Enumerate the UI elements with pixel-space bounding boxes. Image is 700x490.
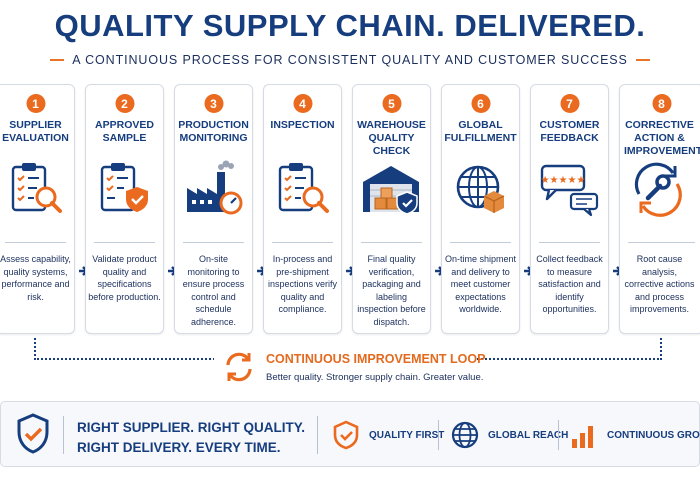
process-steps: 1 SUPPLIER EVALUATION Assess capability,… — [0, 84, 700, 334]
step-title: APPROVED SAMPLE — [95, 119, 154, 144]
bar-growth-icon — [572, 426, 593, 448]
step-card-6: 6 GLOBAL FULFILLMENT On-time shipment an… — [441, 84, 520, 334]
loop-title: CONTINUOUS IMPROVEMENT LOOP — [266, 352, 486, 366]
step-title: CUSTOMER FEEDBACK — [539, 119, 600, 144]
feature-label: QUALITY FIRST — [369, 429, 445, 441]
step-card-1: 1 SUPPLIER EVALUATION Assess capability,… — [0, 84, 75, 334]
step-divider — [450, 242, 511, 243]
step-number: 5 — [382, 94, 401, 113]
step-number: 1 — [26, 94, 45, 113]
footer-slogan-line2: RIGHT DELIVERY. EVERY TIME. — [77, 440, 281, 455]
step-description: On-site monitoring to ensure process con… — [182, 254, 245, 327]
loop-subtitle: Better quality. Stronger supply chain. G… — [266, 372, 484, 383]
svg-text:★★★★★: ★★★★★ — [540, 175, 585, 186]
step-title: CORRECTIVE ACTION & IMPROVEMENT — [624, 119, 700, 157]
step-description: On-time shipment and delivery to meet cu… — [444, 254, 517, 314]
footer-divider — [317, 416, 318, 454]
step-divider — [5, 242, 66, 243]
page-subtitle: A CONTINUOUS PROCESS FOR CONSISTENT QUAL… — [72, 53, 628, 67]
footer-slogan-line1: RIGHT SUPPLIER. RIGHT QUALITY. — [77, 420, 306, 435]
subtitle-row: A CONTINUOUS PROCESS FOR CONSISTENT QUAL… — [0, 52, 700, 68]
feature-continuous-growth: CONTINUOUS GROWTH — [569, 417, 700, 453]
step-description: Assess capability, quality systems, perf… — [0, 254, 71, 302]
step-title: WAREHOUSE QUALITY CHECK — [357, 119, 426, 157]
feature-global-reach: GLOBAL REACH — [450, 417, 568, 453]
step-divider — [361, 242, 422, 243]
step-card-8: 8 CORRECTIVE ACTION & IMPROVEMENT Root c… — [619, 84, 700, 334]
step-description: Validate product quality and specificati… — [88, 254, 161, 302]
step-card-7: 7 CUSTOMER FEEDBACK ★★★★★ Collect feedba… — [530, 84, 609, 334]
page-title: QUALITY SUPPLY CHAIN. DELIVERED. — [54, 8, 646, 43]
step-number: 4 — [293, 94, 312, 113]
step-card-4: 4 INSPECTION In-process and pre-shipment… — [263, 84, 342, 334]
step-description: Root cause analysis, corrective actions … — [624, 254, 695, 314]
feature-label: GLOBAL REACH — [488, 429, 569, 441]
footer-divider — [558, 420, 559, 450]
step-title: SUPPLIER EVALUATION — [2, 119, 69, 144]
cycle-arrows-icon — [226, 352, 252, 382]
clipboard-magnifier-icon — [11, 163, 62, 213]
step-divider — [539, 242, 600, 243]
step-title: GLOBAL FULFILLMENT — [444, 119, 517, 144]
step-description: Collect feedback to measure satisfaction… — [536, 254, 603, 314]
step-divider — [183, 242, 244, 243]
wrench-cycle-icon — [634, 162, 682, 217]
step-card-3: 3 PRODUCTION MONITORING On-site monitori… — [174, 84, 253, 334]
warehouse-shield-icon — [362, 166, 419, 215]
step-card-5: 5 WAREHOUSE QUALITY CHECK Final quality … — [352, 84, 431, 334]
step-divider — [94, 242, 155, 243]
globe-icon — [451, 421, 479, 449]
feature-label: CONTINUOUS GROWTH — [607, 429, 700, 441]
step-title: PRODUCTION MONITORING — [178, 119, 249, 144]
feature-quality-first: QUALITY FIRST — [331, 417, 444, 453]
footer-divider — [63, 416, 64, 454]
globe-box-icon — [456, 165, 504, 213]
step-card-2: 2 APPROVED SAMPLE Validate product quali… — [85, 84, 164, 334]
step-description: In-process and pre-shipment inspections … — [267, 254, 338, 314]
step-divider — [628, 242, 695, 243]
step-number: 8 — [652, 94, 671, 113]
step-divider — [272, 242, 333, 243]
step-number: 2 — [115, 94, 134, 113]
factory-gauge-icon — [186, 160, 242, 215]
feedback-stars-icon: ★★★★★ — [540, 164, 598, 217]
subtitle-rule-right — [635, 59, 650, 61]
footer-slogan: RIGHT SUPPLIER. RIGHT QUALITY. RIGHT DEL… — [77, 418, 305, 458]
subtitle-rule-left — [50, 59, 65, 61]
loop-label-backdrop — [214, 350, 476, 390]
step-number: 6 — [471, 94, 490, 113]
step-title: INSPECTION — [270, 119, 335, 131]
clipboard-magnifier-icon — [278, 163, 329, 213]
step-description: Final quality verification, packaging an… — [357, 254, 426, 327]
shield-check-icon — [333, 420, 359, 450]
step-number: 7 — [560, 94, 579, 113]
clipboard-shield-icon — [100, 163, 148, 212]
step-number: 3 — [204, 94, 223, 113]
shield-check-icon — [17, 413, 49, 454]
footer-banner: RIGHT SUPPLIER. RIGHT QUALITY. RIGHT DEL… — [0, 401, 700, 467]
footer-divider — [438, 420, 439, 450]
